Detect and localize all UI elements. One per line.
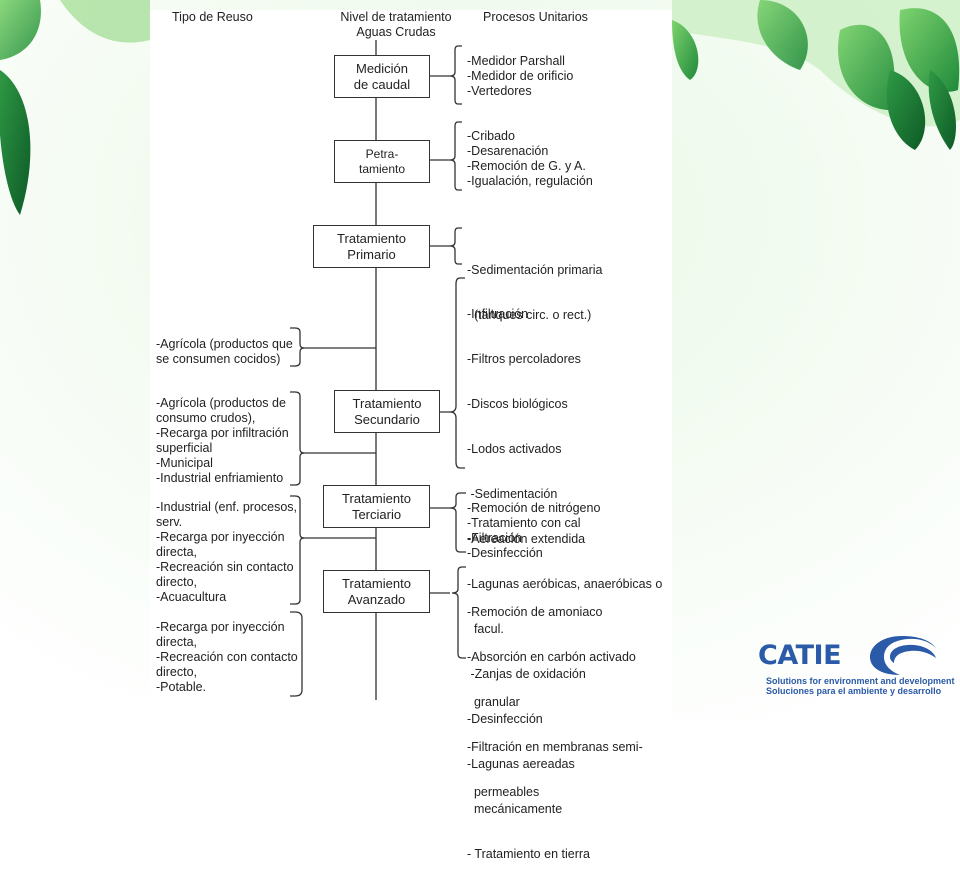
- list-item: -Discos biológicos: [467, 397, 568, 411]
- level-box-flow-measurement: Medición de caudal: [334, 55, 430, 98]
- list-item: -Lodos activados: [467, 442, 562, 456]
- list-item: -Remoción de amoniaco: [467, 605, 603, 619]
- leaf-shape: [672, 20, 699, 80]
- logo-tagline-en: Solutions for environment and developmen…: [766, 676, 955, 686]
- list-item: -Desarenación: [467, 144, 549, 158]
- logo-wordmark: CATIE: [758, 640, 842, 671]
- list-item: directo,: [156, 665, 197, 679]
- reuse-list-secondary: -Agrícola (productos de consumo crudos),…: [156, 396, 289, 486]
- reuse-list-advanced: -Recarga por inyección directa, -Recreac…: [156, 620, 298, 695]
- list-item: -Zanjas de oxidación: [467, 667, 586, 681]
- list-item: -Sedimentación: [467, 487, 558, 501]
- level-box-line2: tamiento: [358, 161, 406, 176]
- list-item: -Filtros percoladores: [467, 352, 581, 366]
- level-box-line1: Petra-: [365, 146, 399, 161]
- leaf-shape: [928, 70, 956, 150]
- header-treatment-level-line1: Nivel de tratamiento: [340, 10, 452, 24]
- logo-tagline-es: Soluciones para el ambiente y desarrollo: [766, 686, 942, 696]
- level-box-tertiary: Tratamiento Terciario: [323, 485, 430, 528]
- level-box-secondary: Tratamiento Secundario: [334, 390, 440, 433]
- list-item: -Potable.: [156, 680, 207, 694]
- list-item: permeables: [467, 785, 540, 799]
- header-unit-processes: Procesos Unitarios: [483, 10, 588, 24]
- list-item: -Desinfección: [467, 546, 543, 560]
- list-item: -Medidor de orificio: [467, 69, 574, 83]
- list-item: -Filtración: [467, 531, 522, 545]
- catie-swoosh-icon: [870, 636, 936, 675]
- header-reuse-type: Tipo de Reuso: [172, 10, 253, 24]
- list-item: -Filtración en membranas semi-: [467, 740, 643, 754]
- list-item: -Cribado: [467, 129, 515, 143]
- process-list-primary: -Sedimentación primaria (tanques circ. o…: [467, 233, 602, 338]
- list-item: -Absorción en carbón activado: [467, 650, 636, 664]
- level-box-line1: Tratamiento: [342, 575, 411, 591]
- list-item: -Industrial enfriamiento: [156, 471, 284, 485]
- list-item: -Medidor Parshall: [467, 54, 565, 68]
- list-item: superficial: [156, 441, 213, 455]
- list-item: -Recarga por inyección: [156, 620, 285, 634]
- list-item: -Industrial (enf. procesos,: [156, 500, 298, 514]
- header-treatment-level: Nivel de tratamiento Aguas Crudas: [330, 10, 462, 40]
- list-item: facul.: [467, 622, 504, 636]
- list-item: directo,: [156, 575, 197, 589]
- list-item: -Recreación sin contacto: [156, 560, 294, 574]
- level-box-line2: de caudal: [353, 76, 411, 92]
- list-item: -Lagunas aeróbicas, anaeróbicas o: [467, 577, 663, 591]
- list-item: directa,: [156, 635, 197, 649]
- level-box-line2: Primario: [347, 246, 396, 262]
- list-item: - Tratamiento en tierra: [467, 847, 590, 861]
- list-item: -Acuacultura: [156, 590, 227, 604]
- list-item: -Remoción de G. y A.: [467, 159, 586, 173]
- level-box-pretreatment: Petra- tamiento: [334, 140, 430, 183]
- list-item: -Remoción de nitrógeno: [467, 501, 601, 515]
- level-box-primary: Tratamiento Primario: [313, 225, 430, 268]
- process-list-tertiary: -Remoción de nitrógeno -Tratamiento con …: [467, 501, 600, 561]
- leaf-shape: [0, 70, 31, 215]
- leaf-shape: [886, 70, 926, 150]
- reuse-list-primary: -Agrícola (productos que se consumen coc…: [156, 337, 293, 367]
- leaf-shape: [838, 24, 895, 110]
- list-item: serv.: [156, 515, 183, 529]
- list-item: -Recarga por inyección: [156, 530, 285, 544]
- list-item: -Infiltración: [467, 307, 529, 321]
- catie-logo: CATIE Solutions for environment and deve…: [752, 632, 955, 698]
- list-item: -Tratamiento con cal: [467, 516, 581, 530]
- list-item: directa,: [156, 545, 197, 559]
- list-item: -Igualación, regulación: [467, 174, 593, 188]
- process-list-advanced: -Remoción de amoniaco -Absorción en carb…: [467, 575, 643, 815]
- level-box-line1: Tratamiento: [352, 395, 422, 411]
- leaf-shape: [757, 0, 808, 70]
- list-item: -Recreación con contacto: [156, 650, 298, 664]
- process-list-pretreatment: -Cribado -Desarenación -Remoción de G. y…: [467, 129, 593, 189]
- process-list-flow-measurement: -Medidor Parshall -Medidor de orificio -…: [467, 54, 573, 99]
- list-item: se consumen cocidos): [156, 352, 281, 366]
- level-box-line2: Secundario: [354, 411, 420, 427]
- list-item: -Agrícola (productos de: [156, 396, 286, 410]
- list-item: -Recarga por infiltración: [156, 426, 289, 440]
- leaf-shape: [899, 8, 960, 92]
- leaf-shape: [60, 0, 150, 43]
- list-item: -Sedimentación primaria: [467, 263, 603, 277]
- list-item: -Vertedores: [467, 84, 532, 98]
- leaf-shape: [0, 0, 41, 60]
- level-box-line1: Tratamiento: [342, 490, 411, 506]
- list-item: granular: [467, 695, 520, 709]
- level-box-line1: Medición: [355, 60, 409, 76]
- list-item: (tanques circ. o rect.): [467, 308, 592, 322]
- list-item: consumo crudos),: [156, 411, 256, 425]
- level-box-line2: Terciario: [351, 506, 402, 522]
- reuse-list-tertiary: -Industrial (enf. procesos, serv. -Recar…: [156, 500, 297, 605]
- level-box-line2: Avanzado: [347, 591, 406, 607]
- level-box-advanced: Tratamiento Avanzado: [323, 570, 430, 613]
- list-item: -Agrícola (productos que: [156, 337, 293, 351]
- level-box-line1: Tratamiento: [337, 230, 406, 246]
- header-treatment-level-line2: Aguas Crudas: [356, 25, 436, 39]
- list-item: -Municipal: [156, 456, 213, 470]
- list-item: -Aereación extendida: [467, 532, 586, 546]
